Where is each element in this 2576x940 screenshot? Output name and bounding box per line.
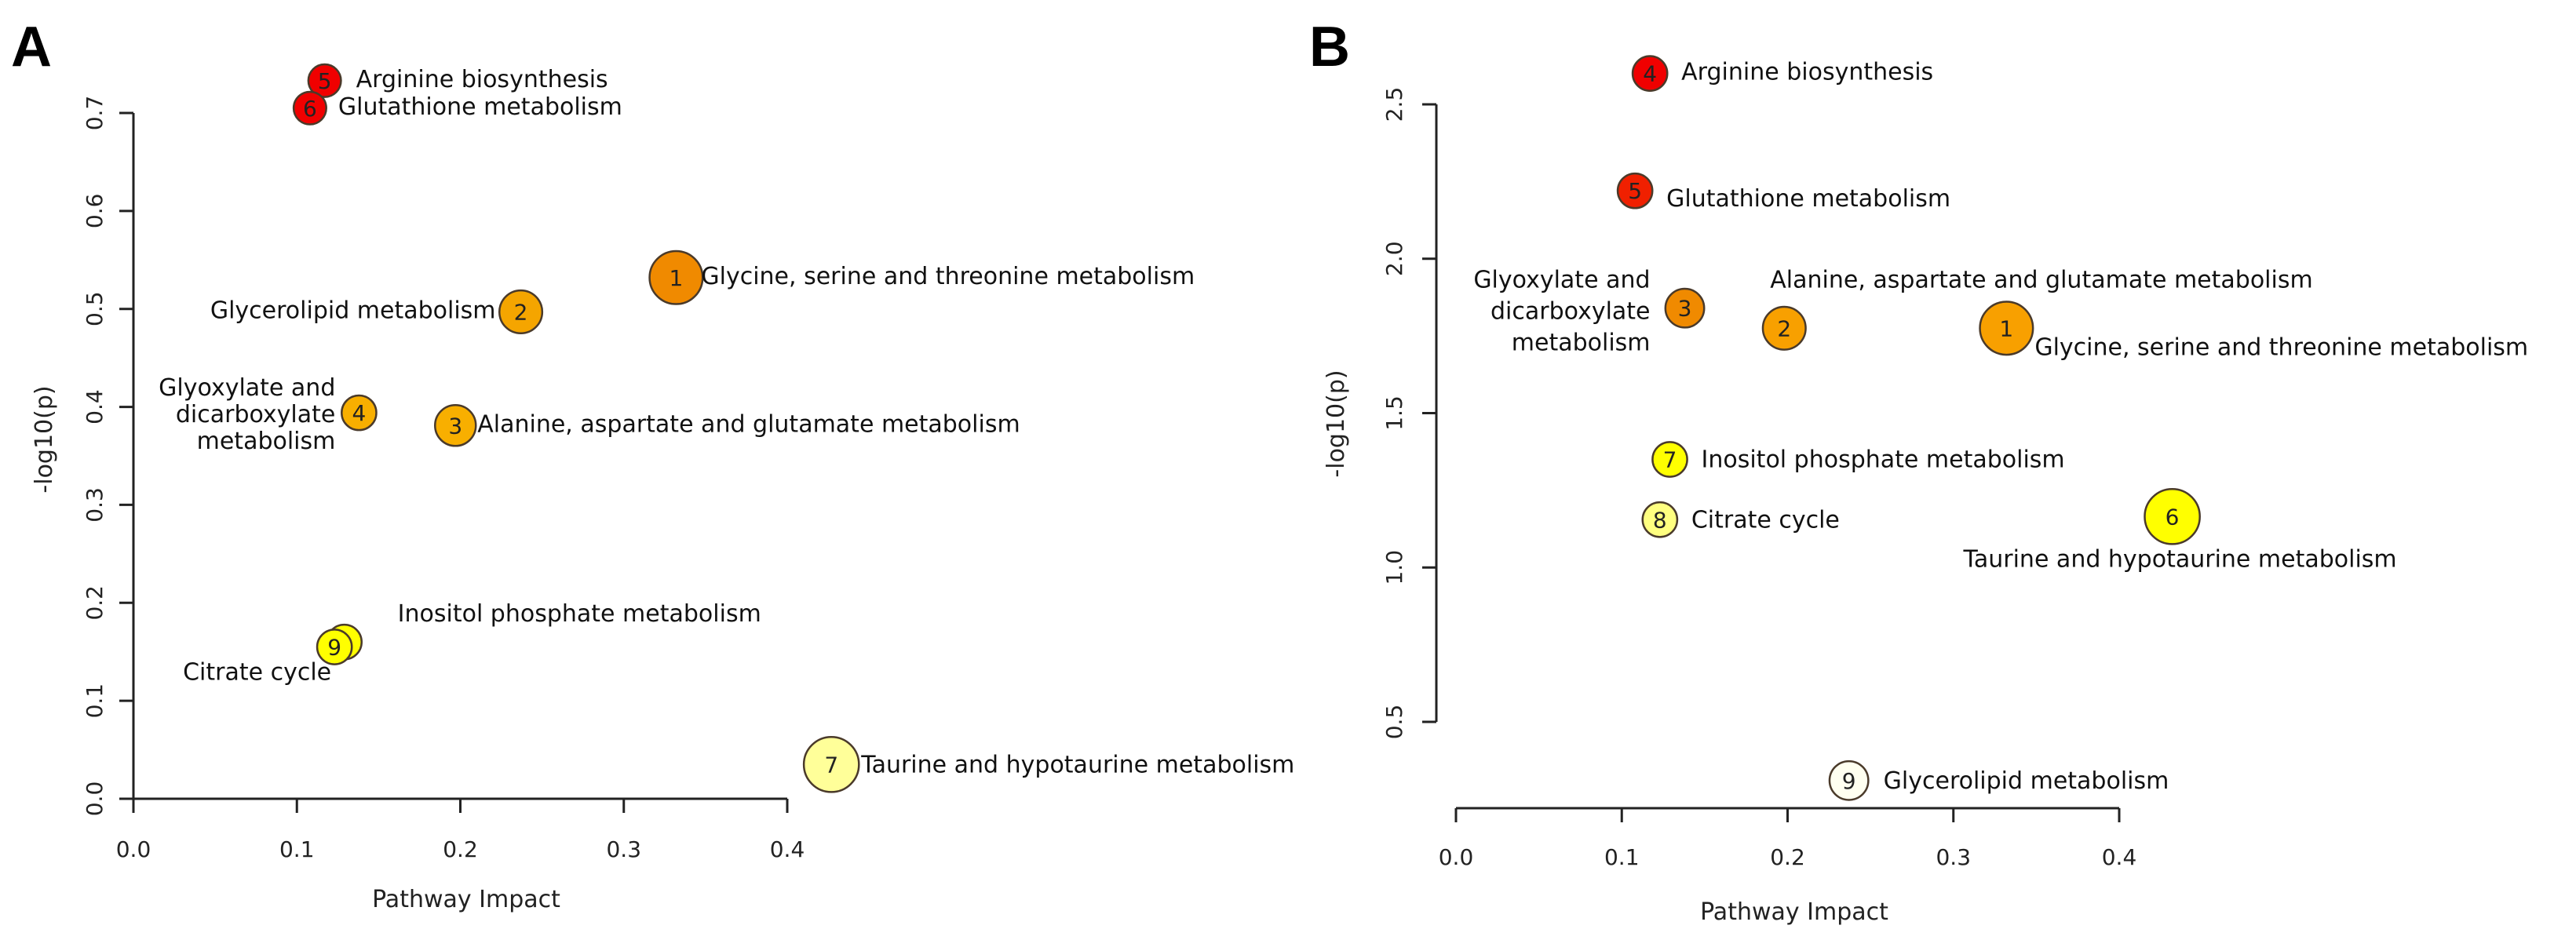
panel-b-y-tick-label: 2.0: [1381, 241, 1407, 276]
panel-a-y-tick-label: 0.4: [82, 389, 108, 424]
panel-a-point-label-3: Alanine, aspartate and glutamate metabol…: [477, 410, 1020, 438]
panel-a-point-1: [648, 250, 704, 305]
panel-a-y-tick-label: 0.3: [82, 487, 108, 523]
panel-b-point-9: [1828, 760, 1870, 801]
panel-a-x-tick-label: 0.2: [443, 836, 478, 862]
panel-b-point-label-4: Arginine biosynthesis: [1681, 59, 1933, 86]
panel-b-x-tick-label: 0.0: [1439, 844, 1474, 870]
panel-a-x-tick-label: 0.0: [116, 836, 151, 862]
panel-b-point-number: 9: [1842, 768, 1856, 794]
panel-a-point-label-6: Glutathione metabolism: [338, 93, 622, 121]
panel-a-point-label-2: Glycerolipid metabolism: [210, 297, 496, 324]
panel-b-x-tick-label: 0.2: [1770, 844, 1805, 870]
panel-b-letter: B: [1309, 16, 1350, 78]
panel-b-point-number: 5: [1628, 178, 1642, 204]
panel-a-point-number: 2: [514, 299, 528, 325]
panel-b-y-tick-label: 2.5: [1381, 87, 1407, 122]
panel-a-y-tick-label: 0.6: [82, 194, 108, 229]
panel-b-point-number: 2: [1777, 315, 1791, 341]
panel-b-y-tick-label: 1.5: [1381, 395, 1407, 431]
panel-a-point-label-8: Inositol phosphate metabolism: [398, 600, 761, 628]
panel-b: B 0.0 0.1 0.2 0.3 0.4 0.5 1.0 1.5 2.0 2.5 6 1 2 3 9 4 5 7…: [1309, 16, 2528, 926]
panel-a-x-tick-label: 0.3: [606, 836, 641, 862]
panel-b-point-1: [1979, 301, 2034, 356]
panel-a-point-number: 3: [448, 413, 462, 439]
panel-b-point-label-2: Alanine, aspartate and glutamate metabol…: [1770, 266, 2312, 293]
panel-a-point-5: [307, 63, 342, 98]
panel-b-point-number: 1: [1999, 315, 2013, 341]
panel-a-point-7: [802, 735, 860, 793]
panel-b-point-label-5: Glutathione metabolism: [1666, 185, 1950, 213]
panel-a-point-label-9: Citrate cycle: [183, 658, 331, 686]
panel-b-point-5: [1616, 172, 1654, 209]
panel-a-point-2: [498, 289, 544, 335]
panel-a-letter: A: [11, 16, 52, 78]
panel-b-point-label-8: Citrate cycle: [1691, 506, 1840, 534]
panel-a-point-label-5: Arginine biosynthesis: [356, 66, 608, 93]
panel-b-point-number: 8: [1653, 507, 1667, 533]
panel-a-point-number: 6: [303, 96, 317, 122]
panel-a-point-label-7: Taurine and hypotaurine metabolism: [860, 751, 1294, 778]
panel-b-y-tick-label: 1.0: [1381, 550, 1407, 585]
panel-b-point-8: [1641, 501, 1679, 538]
panel-a-x-axis-label: Pathway Impact: [372, 886, 560, 913]
panel-b-point-label-9: Glycerolipid metabolism: [1884, 767, 2169, 795]
panel-a-y-tick-label: 0.1: [82, 683, 108, 719]
panel-a-x-tick-label: 0.4: [770, 836, 805, 862]
panel-a-point-3: [434, 404, 477, 447]
panel-b-x-tick-label: 0.3: [1936, 844, 1971, 870]
panel-b-x-tick-label: 0.4: [2102, 844, 2137, 870]
panel-a-y-axis-label: -log10(p): [31, 385, 58, 493]
panel-a-point-9: [316, 628, 353, 665]
panel-a-point-number: 7: [824, 752, 838, 778]
panel-a-x-tick-label: 0.1: [279, 836, 315, 862]
panel-b-y-tick-label: 0.5: [1381, 705, 1407, 740]
panel-a-y-tick-label: 0.2: [82, 585, 108, 621]
panel-b-point-3: [1664, 287, 1706, 329]
panel-a-point-label-1: Glycine, serine and threonine metabolism: [701, 263, 1195, 290]
panel-b-point-number: 6: [2166, 504, 2180, 530]
panel-a-point-number: 4: [352, 400, 366, 426]
panel-b-x-tick-label: 0.1: [1604, 844, 1640, 870]
panel-a-y-tick-label: 0.5: [82, 291, 108, 326]
panel-b-point-6: [2144, 487, 2201, 545]
panel-b-point-2: [1761, 305, 1807, 351]
panel-a-y-tick-label: 0.0: [82, 782, 108, 817]
panel-a-point-number: 5: [318, 68, 332, 94]
panel-b-point-label-7: Inositol phosphate metabolism: [1702, 446, 2065, 474]
panel-b-point-label-6: Taurine and hypotaurine metabolism: [1963, 545, 2397, 573]
panel-a-point-number: 1: [669, 265, 683, 291]
panel-a-point-number: 9: [327, 634, 341, 660]
panel-b-point-7: [1651, 441, 1688, 478]
panel-b-point-number: 4: [1643, 61, 1657, 87]
panel-a-y-tick-label: 0.7: [82, 96, 108, 131]
panel-b-point-number: 3: [1678, 296, 1692, 322]
panel-b-x-axis-label: Pathway Impact: [1700, 898, 1888, 926]
panel-a-point-6: [292, 90, 327, 126]
panel-a-plot: 0.0 0.1 0.2 0.3 0.4 0.0 0.1 0.2 0.3 0.4 0.5 0.6 0.7 7…: [82, 63, 1294, 862]
panel-a-point-4: [341, 394, 378, 432]
panel-b-y-axis-label: -log10(p): [1323, 370, 1350, 477]
panel-b-point-number: 7: [1663, 447, 1677, 473]
panel-b-point-4: [1631, 55, 1669, 93]
panel-b-point-label-1: Glycine, serine and threonine metabolism: [2034, 333, 2528, 361]
